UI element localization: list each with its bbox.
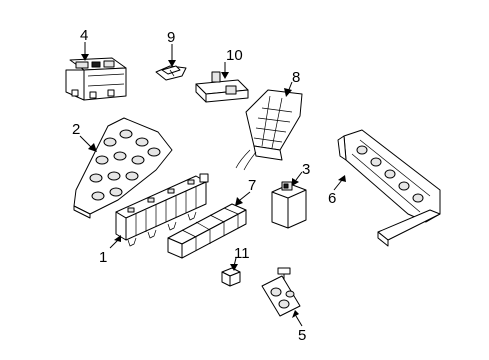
part-3-relay [271,181,307,229]
callout-7: 7 [248,177,256,194]
part-4-connector-housing [65,57,127,101]
part-9-clip [155,65,187,81]
part-5-connector-plate [261,267,301,317]
part-6-fuse-carrier [337,129,441,247]
callout-4: 4 [80,27,88,44]
part-1-fuse-block [115,173,209,247]
leader-lines [79,42,346,327]
callout-5: 5 [298,327,306,344]
part-7-relay-row [167,203,247,259]
part-11-cube [221,267,241,287]
part-10-bracket [195,71,249,103]
callout-3: 3 [302,161,310,178]
callout-2: 2 [72,121,80,138]
callout-11: 11 [234,245,250,262]
callout-8: 8 [292,69,300,86]
callout-10: 10 [226,47,243,64]
part-2-fuse-plate [73,117,173,219]
callout-1: 1 [99,249,107,266]
callout-labels: 4 9 10 8 2 7 3 6 1 11 5 [72,27,336,344]
callout-6: 6 [328,190,336,207]
part-8-fuse-cover [235,89,303,171]
callout-9: 9 [167,29,175,46]
